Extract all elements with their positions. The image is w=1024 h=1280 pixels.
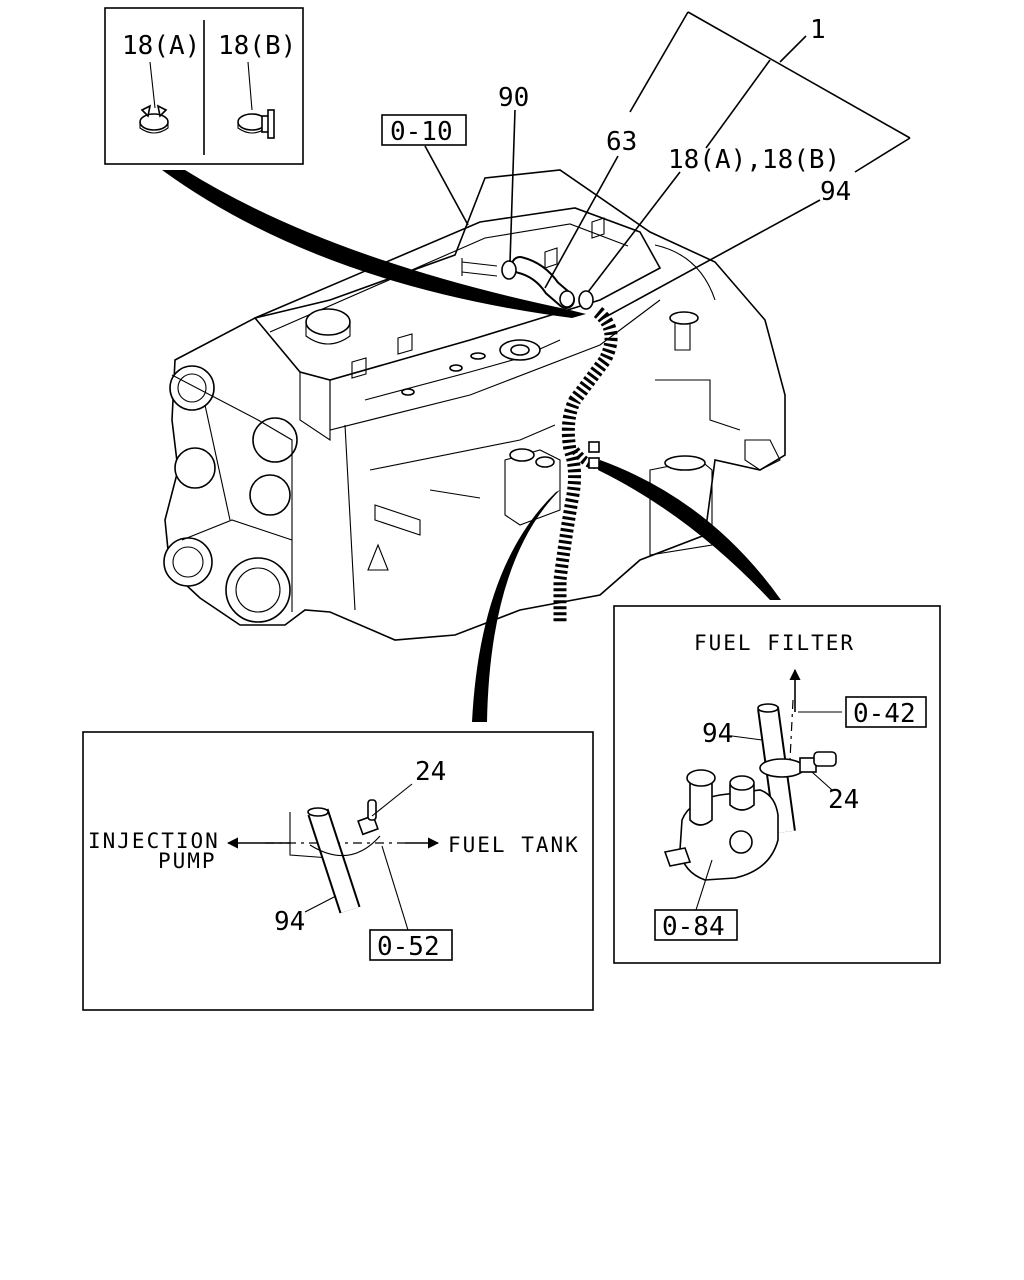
right-clip-24-label: 24 [828,785,859,815]
clip-18a-label: 18(A) [122,31,200,61]
callout-63: 63 [606,127,637,157]
ref-0-10-label: 0-10 [390,117,453,147]
ref-0-84-label: 0-84 [662,912,725,942]
left-hose-94-label: 94 [274,907,305,937]
clip-18b-icon [237,109,275,139]
callout-90: 90 [498,83,529,113]
injection-label: INJECTION [88,829,220,853]
detail-pointers [162,170,781,722]
ref-box-0-52: 0-52 [369,929,453,962]
ref-box-0-42: 0-42 [845,696,927,729]
callout-leaders [424,11,911,321]
fuel-tank-label: FUEL TANK [448,833,580,857]
callout-1: 1 [810,15,826,45]
callout-94: 94 [820,177,851,207]
injection-pump-detail: INJECTION PUMP FUEL TANK 24 94 0-52 [82,731,594,1011]
front-pulleys [163,365,298,623]
ref-box-0-84: 0-84 [654,909,738,942]
clip-18a-icon [139,104,169,134]
pump-label: PUMP [158,849,217,873]
right-clip-24-drawing [759,751,837,778]
clip-types-inset: 18(A) 18(B) [104,7,304,165]
clip-90-drawing [461,258,517,280]
clip-18b-label: 18(B) [218,31,296,61]
right-hose-94-label: 94 [702,719,733,749]
fuel-filter-detail: FUEL FILTER 0-42 94 24 [613,605,941,964]
feed-pump-drawing [663,769,779,881]
ref-0-52-label: 0-52 [377,932,440,962]
engine-block-drawing [163,169,786,641]
clip-18-drawing [578,290,594,310]
fuel-filter-label: FUEL FILTER [694,631,855,655]
hose-63 [511,256,575,309]
ref-0-42-label: 0-42 [853,699,916,729]
ref-box-0-10: 0-10 [381,114,467,147]
left-clip-24-label: 24 [415,757,446,787]
callout-18ab: 18(A),18(B) [668,145,840,175]
clip-24-engine-drawing [588,441,600,469]
